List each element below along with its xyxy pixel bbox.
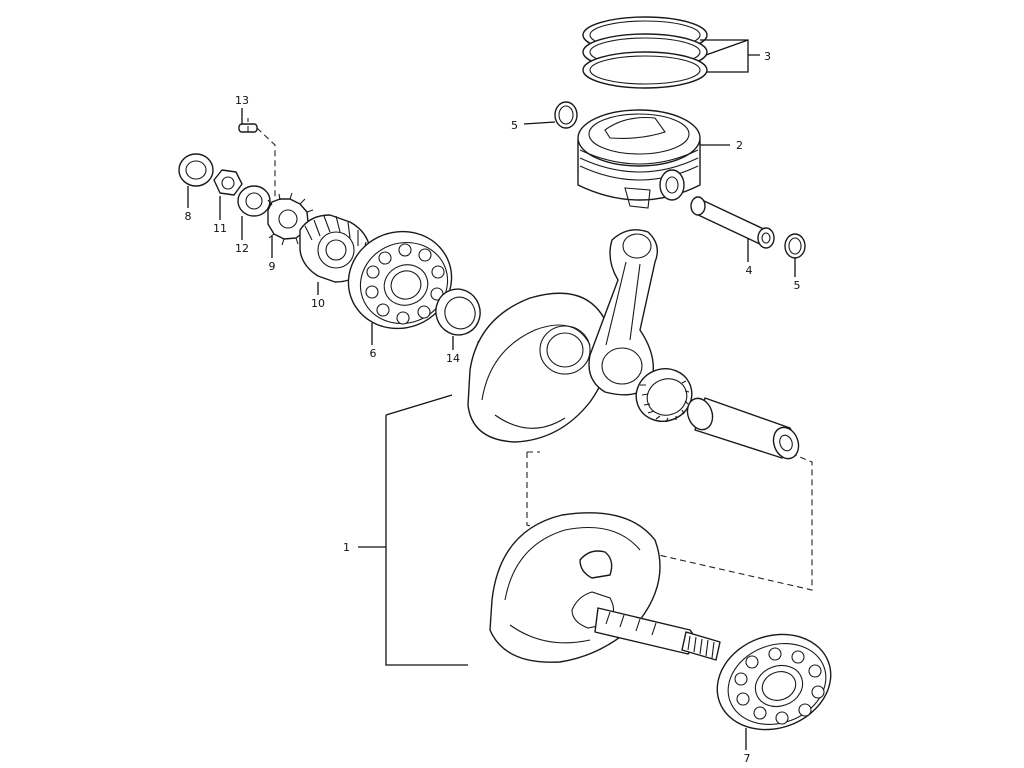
callout-5-upper: 5: [511, 119, 518, 132]
crank-pin: [686, 397, 800, 460]
callout-9: 9: [269, 260, 276, 273]
leader-lines: [187, 39, 796, 750]
callout-10: 10: [311, 297, 325, 310]
piston: [577, 109, 701, 209]
callout-2: 2: [736, 139, 743, 152]
piston-rings: [582, 16, 708, 89]
oil-seal: [178, 153, 214, 187]
callout-8: 8: [185, 210, 192, 223]
callout-6: 6: [370, 347, 377, 360]
callout-7: 7: [744, 752, 751, 765]
shim-washer: [435, 288, 481, 336]
callout-11: 11: [213, 222, 227, 235]
connecting-rod: [588, 229, 658, 396]
washer: [237, 185, 271, 217]
needle-bearing: [635, 368, 693, 423]
callout-3: 3: [764, 50, 771, 63]
ball-bearing-left: [347, 230, 453, 330]
callout-4: 4: [746, 264, 753, 277]
crankshaft-right-half: [489, 512, 721, 663]
nut: [213, 169, 243, 196]
ball-bearing-right: [716, 633, 832, 731]
piston-pin: [690, 196, 775, 249]
callout-labels: 1 2 3 4 5 5 6 7 8 9 10 11 12 13 14: [185, 50, 801, 765]
callout-13: 13: [235, 94, 249, 107]
callout-1: 1: [343, 541, 350, 554]
piston-pin-clip-upper: [554, 101, 578, 129]
alignment-dashed-outline: [526, 452, 813, 591]
callout-12: 12: [235, 242, 249, 255]
callout-14: 14: [446, 352, 460, 365]
piston-pin-clip-lower: [784, 233, 806, 259]
callout-5-lower: 5: [794, 279, 801, 292]
